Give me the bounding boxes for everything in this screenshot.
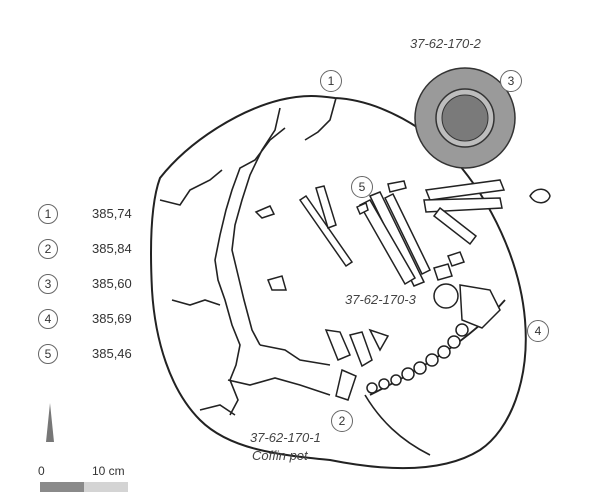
label-pot1-id: 37-62-170-1 [250, 430, 321, 445]
marker-2: 2 [331, 410, 353, 432]
pot2-core [441, 94, 489, 142]
label-pot1-name: Coffin pot [252, 448, 308, 463]
vertebra-3 [437, 345, 451, 359]
sherd-cracks [159, 97, 337, 416]
bone-fragment-7 [433, 263, 453, 281]
skeletal-remains [254, 179, 551, 401]
legend-row: 3 385,60 [38, 266, 132, 301]
scale-bar-light [84, 482, 128, 492]
bone-fragment-5 [266, 275, 287, 291]
legend-number: 4 [38, 308, 58, 329]
legend-elevation: 385,74 [92, 206, 132, 221]
vertebra-7 [390, 374, 402, 386]
bone-humerus-3 [432, 206, 478, 246]
legend-row: 5 385,46 [38, 336, 132, 371]
scale-end-label: 10 cm [92, 464, 125, 478]
label-burial3: 37-62-170-3 [345, 292, 416, 307]
legend-row: 1 385,74 [38, 196, 132, 231]
bone-fragment-6 [447, 251, 465, 267]
bone-pelvis [459, 284, 501, 329]
bone-humerus-1 [424, 179, 506, 201]
vertebra-5 [413, 361, 427, 375]
bone-fragment-4 [254, 205, 276, 219]
bone-rib-1 [324, 329, 351, 361]
vertebra-8 [378, 378, 390, 390]
vertebra-9 [366, 382, 378, 394]
bone-head [433, 283, 459, 309]
legend-row: 4 385,69 [38, 301, 132, 336]
scale-bar-dark [40, 482, 84, 492]
bone-rib-2 [348, 331, 373, 368]
legend-number: 5 [38, 343, 58, 364]
legend-number: 2 [38, 238, 58, 259]
legend-row: 2 385,84 [38, 231, 132, 266]
north-arrow [46, 403, 54, 442]
elevation-legend: 1 385,74 2 385,84 3 385,60 4 385,69 5 38… [38, 196, 132, 371]
legend-elevation: 385,46 [92, 346, 132, 361]
vertebra-4 [425, 353, 439, 367]
legend-elevation: 385,84 [92, 241, 132, 256]
label-pot2: 37-62-170-2 [410, 36, 481, 51]
bone-humerus-2 [423, 197, 503, 213]
vertebra-6 [401, 367, 415, 381]
bone-rib-4 [335, 368, 357, 401]
vertebra-1 [455, 323, 469, 337]
marker-3: 3 [500, 70, 522, 92]
marker-1: 1 [320, 70, 342, 92]
inner-pot-arc-lower [364, 394, 431, 456]
bone-long-1 [298, 194, 354, 268]
bone-fragment-1 [387, 180, 407, 193]
scale-zero-label: 0 [38, 464, 45, 478]
bone-long-2 [315, 185, 337, 229]
bone-rib-3 [368, 328, 390, 352]
coffin-pot-outline [149, 95, 527, 470]
vertebra-2 [447, 335, 461, 349]
bone-long-5 [384, 192, 431, 276]
legend-number: 3 [38, 273, 58, 294]
legend-elevation: 385,69 [92, 311, 132, 326]
legend-elevation: 385,60 [92, 276, 132, 291]
marker-5: 5 [351, 176, 373, 198]
bone-long-4 [358, 199, 417, 286]
legend-number: 1 [38, 203, 58, 224]
marker-4: 4 [527, 320, 549, 342]
bone-fragment-3 [529, 188, 551, 204]
bone-fragment-2 [356, 201, 369, 216]
